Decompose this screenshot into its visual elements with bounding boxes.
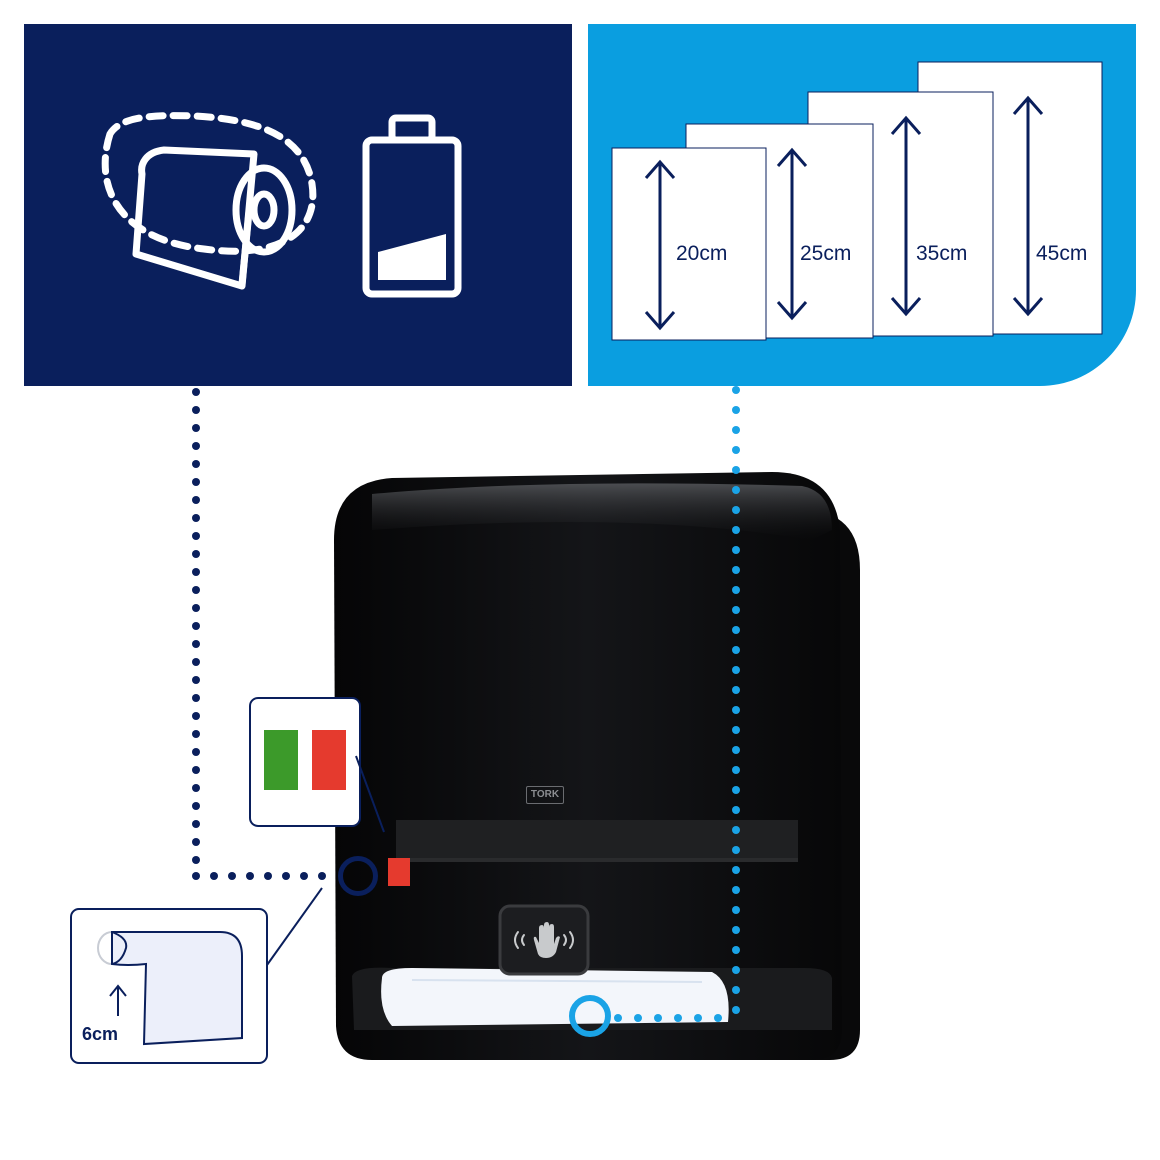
led-highlight-ring [338, 856, 378, 896]
paper-height-label: 6cm [82, 1024, 119, 1044]
paper-roll-outline-icon [101, 112, 317, 290]
sheet-length-label: 25cm [800, 242, 852, 265]
hand-wave-sensor-icon[interactable] [508, 916, 580, 964]
status-led-callout [248, 696, 385, 833]
paper-and-battery-panel [24, 24, 572, 386]
sheet-length-label: 35cm [916, 242, 968, 265]
sheet-length-label: 45cm [1036, 242, 1088, 265]
battery-low-icon [362, 114, 462, 298]
sheet-length-label: 20cm [676, 242, 728, 265]
sheet-length-panel: 20cm 25cm 35cm 45cm [588, 24, 1136, 386]
status-led-red [388, 858, 410, 886]
status-led-green [264, 730, 298, 790]
tork-logo: TORK [526, 786, 564, 804]
status-led-red [312, 730, 346, 790]
paper-exit-callout: 6cm [70, 887, 323, 1064]
